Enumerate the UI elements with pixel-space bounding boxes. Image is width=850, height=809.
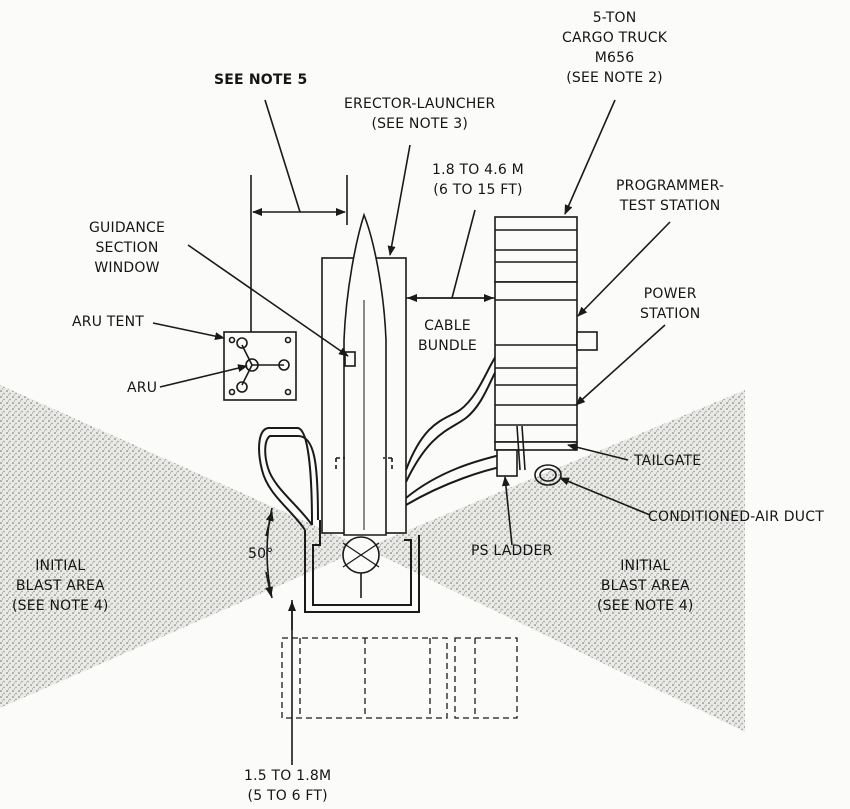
ps-ladder-label: PS LADDER (471, 543, 553, 559)
erector-launcher-label: ERECTOR-LAUNCHER(SEE NOTE 3) (344, 96, 496, 132)
aru-label: ARU (127, 380, 158, 396)
conditioned-air-duct-label: CONDITIONED-AIR DUCT (648, 509, 824, 525)
missile-body (343, 212, 387, 536)
see-note5-leader (264, 99, 301, 213)
cable-bundle (405, 349, 501, 471)
truck-leader (564, 99, 616, 215)
blast-area-left (0, 385, 365, 708)
programmer-test-station-label: PROGRAMMER-TEST STATION (616, 178, 725, 214)
air-duct (534, 464, 562, 486)
guidance-window (344, 351, 356, 367)
cable-loop (312, 520, 412, 606)
erector-leader (387, 144, 411, 256)
tailgate-label: TAILGATE (634, 453, 702, 469)
distance-leader (451, 209, 476, 299)
see-note5-label: SEE NOTE 5 (214, 72, 308, 88)
distance-truck-label: 1.8 TO 4.6 M(6 TO 15 FT) (432, 162, 524, 198)
truck-body (494, 281, 578, 443)
ps-ladder (496, 449, 518, 477)
programmer-test-station (576, 331, 598, 351)
alternate-vehicle-outline (281, 637, 518, 719)
tailgate (494, 441, 578, 451)
aru-icon (236, 337, 290, 393)
aru-tent-label: ARU TENT (72, 314, 145, 330)
angle-label: 50° (248, 546, 274, 562)
bottom-distance-label: 1.5 TO 1.8M(5 TO 6 FT) (244, 768, 332, 804)
blast-area-right (365, 390, 745, 732)
aru-tent (223, 331, 297, 401)
